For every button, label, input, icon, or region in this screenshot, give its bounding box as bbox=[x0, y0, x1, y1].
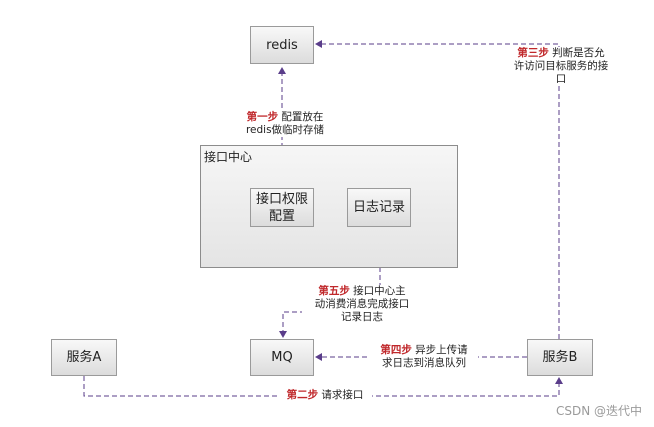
step4-text1: 异步上传请 bbox=[415, 344, 468, 356]
step2-note: 第二步 请求接口 bbox=[278, 389, 372, 402]
step2-text1: 请求接口 bbox=[321, 389, 364, 401]
step1-label: 第一步 bbox=[246, 111, 279, 123]
step3-label: 第三步 bbox=[517, 47, 549, 59]
step3-text3: 口 bbox=[555, 73, 567, 85]
step5-text3: 记录日志 bbox=[341, 311, 383, 323]
step4-label: 第四步 bbox=[380, 344, 412, 356]
redis-node: redis bbox=[250, 26, 314, 64]
step1-text2: redis做临时存储 bbox=[245, 124, 325, 136]
service-a-label: 服务A bbox=[66, 350, 102, 365]
permission-config-label: 接口权限 配置 bbox=[255, 191, 308, 224]
redis-label: redis bbox=[266, 37, 298, 53]
step1-note: 第一步 配置放在 redis做临时存储 bbox=[236, 111, 334, 137]
step2-label: 第二步 bbox=[286, 389, 319, 401]
mq-node: MQ bbox=[250, 339, 314, 376]
log-record-node: 日志记录 bbox=[347, 188, 411, 227]
step4-note: 第四步 异步上传请 求日志到消息队列 bbox=[370, 344, 478, 370]
step5-text1: 接口中心主 bbox=[353, 285, 406, 297]
step3-text2: 许访问目标服务的接 bbox=[513, 60, 609, 72]
step5-text2: 动消费消息完成接口 bbox=[314, 298, 410, 310]
service-b-node: 服务B bbox=[527, 339, 593, 376]
step3-note: 第三步 判断是否允 许访问目标服务的接 口 bbox=[504, 47, 618, 86]
step5-label: 第五步 bbox=[318, 285, 350, 297]
interface-center-title: 接口中心 bbox=[204, 150, 253, 164]
edge-serviceb-to-redis bbox=[315, 40, 560, 339]
step4-text2: 求日志到消息队列 bbox=[382, 357, 466, 369]
service-b-label: 服务B bbox=[542, 350, 578, 365]
edge-log-to-mq bbox=[279, 227, 381, 338]
service-a-node: 服务A bbox=[51, 339, 117, 376]
watermark: CSDN @迭代中 bbox=[555, 404, 642, 418]
mq-label: MQ bbox=[271, 350, 293, 365]
permission-config-node: 接口权限 配置 bbox=[250, 188, 314, 227]
log-record-label: 日志记录 bbox=[352, 200, 405, 215]
step3-text1: 判断是否允 bbox=[552, 47, 605, 59]
interface-center-group: 接口中心 bbox=[200, 145, 458, 268]
step1-text1: 配置放在 bbox=[281, 111, 324, 123]
step5-note: 第五步 接口中心主 动消费消息完成接口 记录日志 bbox=[302, 285, 422, 324]
